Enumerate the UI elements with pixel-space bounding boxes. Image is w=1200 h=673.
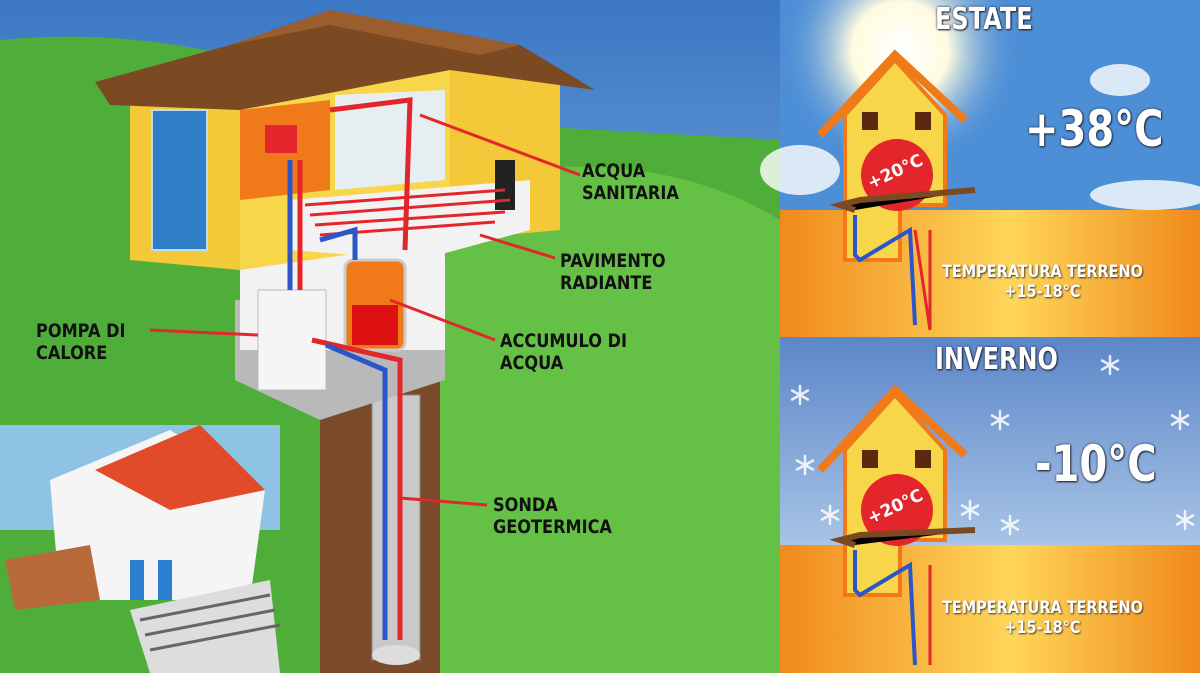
summer-ground-info: TEMPERATURA TERRENO+15-18°C <box>942 262 1143 302</box>
winter-title: INVERNO <box>935 342 1058 377</box>
summer-house <box>817 49 976 331</box>
winter-outside-temp: -10°C <box>1035 435 1157 493</box>
summer-outside-temp: +38°C <box>1025 100 1164 158</box>
winter-house <box>817 384 976 666</box>
winter-ground-info: TEMPERATURA TERRENO+15-18°C <box>942 598 1143 638</box>
summer-title: ESTATE <box>935 2 1033 37</box>
